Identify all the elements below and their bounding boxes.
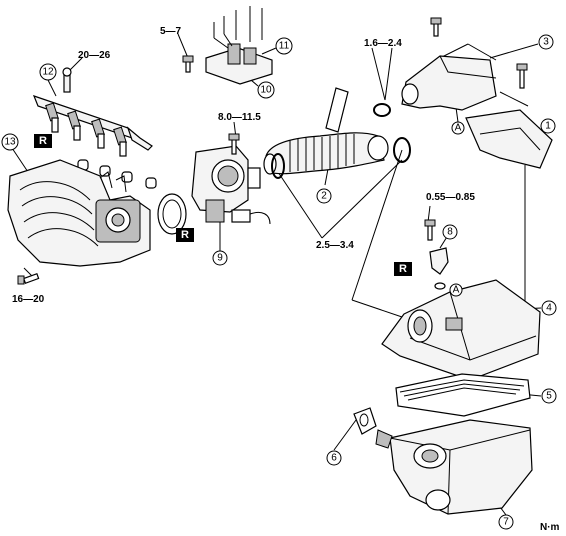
callout-6: 6 (326, 450, 342, 466)
torque-label-20-26: 20—26 (78, 50, 111, 61)
air-cleaner-case (375, 419, 533, 515)
manifold-bolt (17, 272, 40, 285)
svg-text:2: 2 (321, 191, 327, 202)
inlet-gasket (353, 407, 377, 435)
maf-sensor (424, 219, 449, 290)
torque-labels: 20—26 5—7 1.6—2.4 8.0—11.5 2.5—3.4 0.55—… (12, 26, 475, 305)
replace-marker-icon: R (176, 228, 194, 242)
torque-label-0-55-0-85: 0.55—0.85 (426, 192, 475, 203)
svg-text:8: 8 (447, 227, 453, 238)
throttle-body (191, 145, 271, 225)
unit-label: N·m (540, 522, 560, 533)
torque-label-1-6-2-4: 1.6—2.4 (364, 38, 402, 49)
intake-manifold (7, 159, 151, 267)
callout-11: 11 (275, 37, 293, 55)
reference-marker-a: A (449, 283, 463, 297)
svg-text:12: 12 (42, 67, 54, 78)
torque-label-16-20: 16—20 (12, 294, 45, 305)
svg-text:11: 11 (279, 41, 290, 52)
svg-text:R: R (399, 263, 407, 275)
callout-2: 2 (316, 188, 332, 204)
callout-8: 8 (442, 224, 458, 240)
callout-13: 13 (1, 133, 19, 151)
hose-clamps (271, 103, 411, 179)
reference-marker-a: A (451, 121, 465, 135)
throttle-gasket (157, 193, 187, 235)
callout-10: 10 (257, 81, 275, 99)
svg-text:6: 6 (331, 453, 337, 464)
svg-text:13: 13 (4, 137, 16, 148)
torque-label-2-5-3-4: 2.5—3.4 (316, 240, 354, 251)
replace-markers: R R R (34, 134, 412, 276)
svg-text:3: 3 (543, 37, 549, 48)
svg-text:5: 5 (546, 391, 552, 402)
callout-3: 3 (538, 34, 554, 50)
callout-12: 12 (39, 63, 57, 81)
throttle-bolt (228, 133, 240, 155)
svg-text:9: 9 (217, 253, 223, 264)
air-cleaner-cover (381, 279, 541, 384)
air-cleaner-bracket (465, 63, 553, 169)
air-filter-element (395, 373, 531, 417)
callout-4: 4 (541, 300, 557, 316)
solenoid-bracket (205, 6, 273, 85)
replace-marker-icon: R (34, 134, 52, 148)
replace-marker-icon: R (394, 262, 412, 276)
svg-text:7: 7 (503, 517, 509, 528)
callout-5: 5 (541, 388, 557, 404)
reference-markers: A A (449, 121, 465, 297)
svg-text:R: R (39, 135, 47, 147)
svg-text:A: A (455, 123, 462, 134)
svg-text:A: A (453, 285, 460, 296)
torque-label-8-0-11-5: 8.0—11.5 (218, 112, 261, 123)
callout-numbers: 1 2 3 4 5 6 7 8 (1, 34, 557, 530)
svg-text:4: 4 (546, 303, 552, 314)
svg-text:1: 1 (545, 121, 551, 132)
resonator (401, 17, 497, 111)
callout-9: 9 (212, 250, 228, 266)
fuel-injector-rail (32, 67, 153, 157)
callout-7: 7 (498, 514, 514, 530)
torque-label-5-7: 5—7 (160, 26, 182, 37)
callout-1: 1 (540, 118, 556, 134)
bracket-bolt (182, 55, 194, 73)
svg-text:10: 10 (260, 85, 272, 96)
svg-text:R: R (181, 229, 189, 241)
